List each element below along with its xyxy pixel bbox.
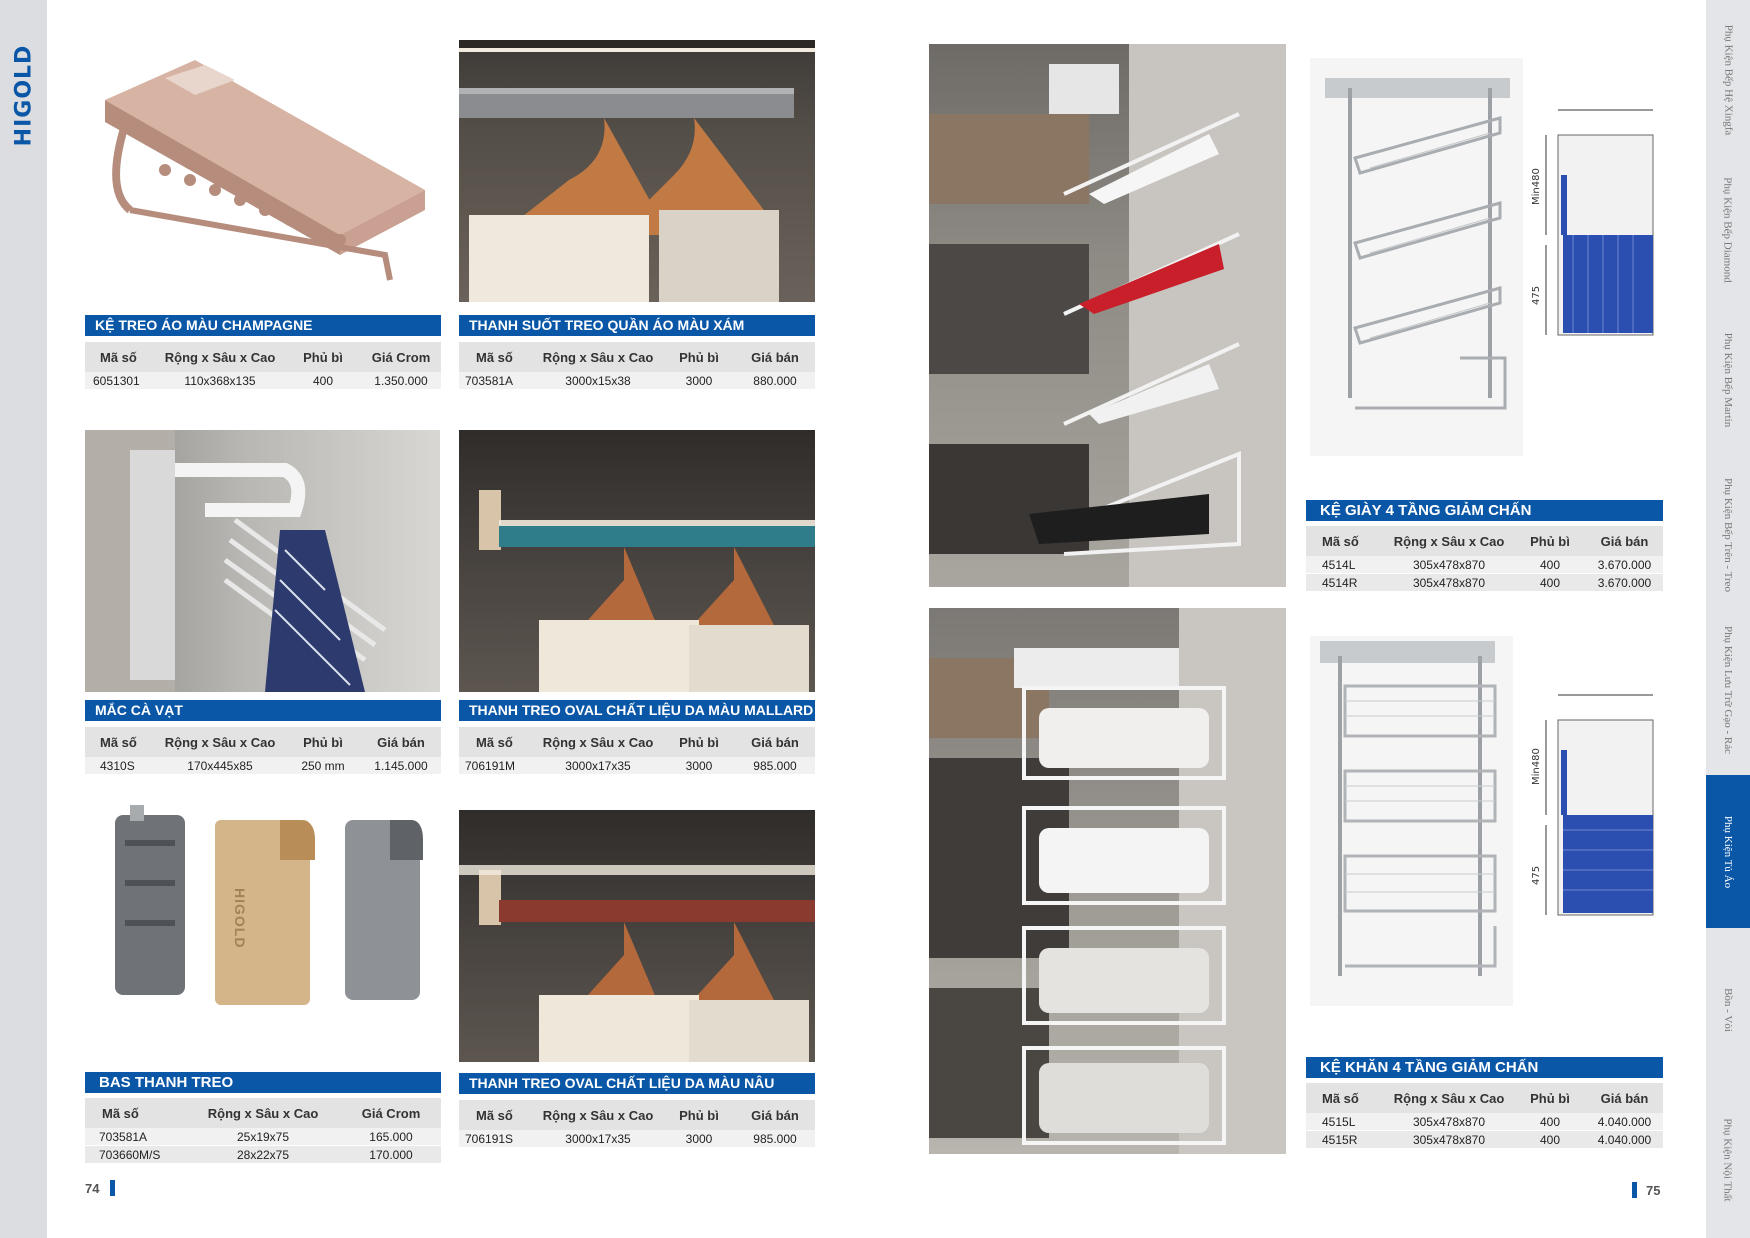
spec-header: Mã số Rộng x Sâu x Cao Giá Crom: [85, 1098, 441, 1128]
spec-header: Mã số Rộng x Sâu x Cao Phủ bì Giá bán: [1306, 1083, 1663, 1113]
photo-grey-rail: [459, 40, 815, 302]
page-number-left: 74: [85, 1181, 100, 1196]
photo-towel-rack-product: [1310, 636, 1513, 1006]
spec-table-grey-rail: Mã số Rộng x Sâu x Cao Phủ bì Giá bán 70…: [459, 342, 815, 390]
product-title-grey-rail: THANH SUỐT TREO QUẦN ÁO MÀU XÁM: [459, 315, 815, 336]
photo-brown-rail: [459, 810, 815, 1062]
grey-rail-illustration: [459, 40, 815, 302]
champagne-rack-illustration: [105, 60, 425, 281]
category-tab-3[interactable]: Phụ Kiện Bếp Trên - Treo: [1722, 478, 1734, 592]
photo-mallard-rail: [459, 430, 815, 692]
category-tab-6[interactable]: Bồn - Vòi: [1722, 988, 1734, 1032]
towel-rack-product-illustration: [1320, 641, 1497, 976]
category-tab-5[interactable]: Phụ Kiện Tủ Áo: [1706, 775, 1750, 928]
photo-shoe-rack-product: [1310, 58, 1523, 456]
brown-rail-illustration: [459, 865, 815, 1062]
page-marker-left: [110, 1180, 115, 1196]
product-title-tie-rack: MẮC CÀ VẠT: [85, 700, 441, 721]
page-number-right: 75: [1646, 1183, 1661, 1198]
spec-header: Mã số Rộng x Sâu x Cao Phủ bì Giá bán: [1306, 526, 1663, 556]
spec-table-champagne-rack: Mã số Rộng x Sâu x Cao Phủ bì Giá Crom 6…: [85, 342, 441, 390]
spec-header: Mã số Rộng x Sâu x Cao Phủ bì Giá bán: [459, 727, 815, 757]
product-title-shoe-rack: KỆ GIÀY 4 TẦNG GIẢM CHẤN: [1306, 500, 1663, 521]
photo-champagne-rack: [85, 40, 440, 310]
diagram-depth-label: 475: [1531, 865, 1542, 885]
spec-row: 4310S 170x445x85 250 mm 1.145.000: [85, 757, 441, 775]
dimension-diagram-shoe: T Min480 475: [1528, 105, 1658, 345]
photo-shoe-rack-closet: [929, 44, 1286, 587]
spec-table-rail-brackets: Mã số Rộng x Sâu x Cao Giá Crom 703581A …: [85, 1098, 441, 1164]
spec-row: 6051301 110x368x135 400 1.350.000: [85, 372, 441, 390]
spec-header: Mã số Rộng x Sâu x Cao Phủ bì Giá Crom: [85, 342, 441, 372]
product-title-rail-brackets: BAS THANH TREO: [85, 1072, 441, 1093]
spec-row: 703581A 25x19x75 165.000: [85, 1128, 441, 1146]
photo-tie-rack: [85, 430, 440, 692]
rail-brackets-illustration: [115, 805, 423, 1005]
brand-strip: HIGOLD: [0, 0, 47, 1238]
page-marker-right: [1632, 1182, 1637, 1198]
spec-header: Mã số Rộng x Sâu x Cao Phủ bì Giá bán: [85, 727, 441, 757]
spec-row: 703660M/S 28x22x75 170.000: [85, 1146, 441, 1164]
photo-rail-brackets: HIGOLD: [105, 800, 425, 1010]
spec-row: 4515R 305x478x870 400 4.040.000: [1306, 1131, 1663, 1149]
category-tab-7[interactable]: Phụ Kiện Nội Thất: [1722, 1118, 1734, 1202]
diagram-min-label: Min480: [1531, 748, 1542, 785]
product-title-towel-rack: KỆ KHĂN 4 TẦNG GIẢM CHẤN: [1306, 1057, 1663, 1078]
spec-row: 4515L 305x478x870 400 4.040.000: [1306, 1113, 1663, 1131]
dimension-diagram-shoe-svg: [1545, 109, 1654, 336]
diagram-depth-label: 475: [1531, 285, 1542, 305]
spec-table-brown-rail: Mã số Rộng x Sâu x Cao Phủ bì Giá bán 70…: [459, 1100, 815, 1148]
shoe-rack-product-illustration: [1325, 78, 1510, 410]
spec-table-towel-rack: Mã số Rộng x Sâu x Cao Phủ bì Giá bán 45…: [1306, 1083, 1663, 1149]
mallard-rail-illustration: [479, 490, 815, 692]
dimension-diagram-towel-svg: [1545, 694, 1654, 916]
spec-row: 703581A 3000x15x38 3000 880.000: [459, 372, 815, 390]
spec-header: Mã số Rộng x Sâu x Cao Phủ bì Giá bán: [459, 1100, 815, 1130]
bracket-brand-mark: HIGOLD: [232, 888, 248, 949]
shoe-rack-closet-illustration: [929, 44, 1286, 587]
diagram-width-label: T: [1600, 690, 1606, 693]
brand-logo: HIGOLD: [11, 44, 37, 146]
product-title-mallard-rail: THANH TREO OVAL CHẤT LIỆU DA MÀU MALLARD: [459, 700, 815, 721]
category-tab-4[interactable]: Phụ Kiện Lưu Trữ Gạo - Rác: [1722, 625, 1734, 755]
spec-row: 4514R 305x478x870 400 3.670.000: [1306, 574, 1663, 592]
spec-header: Mã số Rộng x Sâu x Cao Phủ bì Giá bán: [459, 342, 815, 372]
category-tab-2[interactable]: Phụ Kiện Bếp Martin: [1722, 332, 1735, 428]
diagram-min-label: Min480: [1531, 168, 1542, 205]
category-strip: Phụ Kiện Bếp Hệ Xingfa Phụ Kiện Bếp Diam…: [1706, 0, 1750, 1238]
spec-row: 706191M 3000x17x35 3000 985.000: [459, 757, 815, 775]
category-tab-0[interactable]: Phụ Kiện Bếp Hệ Xingfa: [1722, 24, 1734, 136]
spec-table-tie-rack: Mã số Rộng x Sâu x Cao Phủ bì Giá bán 43…: [85, 727, 441, 775]
tie-rack-illustration: [85, 430, 387, 692]
towel-rack-closet-illustration: [929, 608, 1286, 1154]
product-title-champagne-rack: KỆ TREO ÁO MÀU CHAMPAGNE: [85, 315, 441, 336]
spec-table-shoe-rack: Mã số Rộng x Sâu x Cao Phủ bì Giá bán 45…: [1306, 526, 1663, 592]
dimension-diagram-towel: T Min480 475: [1528, 690, 1658, 930]
spec-table-mallard-rail: Mã số Rộng x Sâu x Cao Phủ bì Giá bán 70…: [459, 727, 815, 775]
category-tab-1[interactable]: Phụ Kiện Bếp Diamond: [1722, 177, 1735, 283]
product-title-brown-rail: THANH TREO OVAL CHẤT LIỆU DA MÀU NÂU: [459, 1073, 815, 1094]
photo-towel-rack-closet: [929, 608, 1286, 1154]
diagram-width-label: T: [1600, 105, 1606, 108]
spec-row: 706191S 3000x17x35 3000 985.000: [459, 1130, 815, 1148]
spec-row: 4514L 305x478x870 400 3.670.000: [1306, 556, 1663, 574]
